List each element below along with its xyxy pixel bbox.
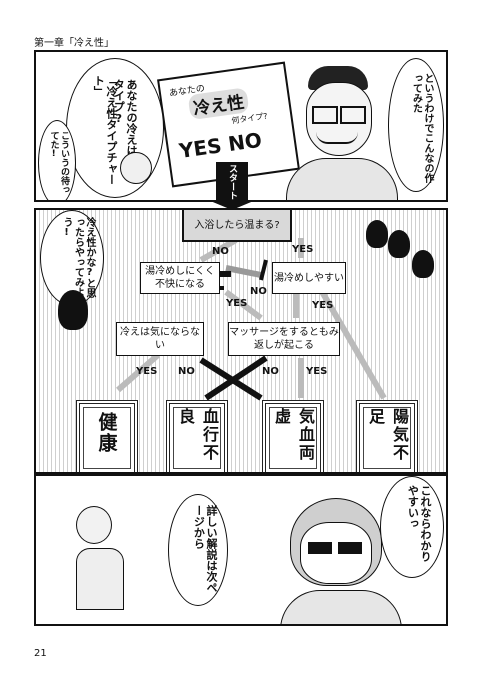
label-yes-3: YES xyxy=(312,300,334,311)
speech-bubble-small: こういうの待ってた! xyxy=(38,120,76,200)
creature-2 xyxy=(388,230,410,258)
flow-q3b: マッサージをするともみ返しが起こる xyxy=(228,322,340,356)
label-yes-5: YES xyxy=(306,366,328,377)
girl-figure xyxy=(280,498,402,624)
flow-q2b: 湯冷めしやすい xyxy=(272,262,346,294)
result-yang-deficiency: 陽気不足 xyxy=(356,400,418,472)
chapter-header: 第一章「冷え性」 xyxy=(34,38,114,49)
girl-figure-small xyxy=(120,152,152,198)
speech-bubble-easy: これならわかりやすいっ xyxy=(380,476,444,578)
start-label: スタート xyxy=(227,164,238,200)
label-no-2: NO xyxy=(250,286,267,297)
page-number: 21 xyxy=(34,648,47,659)
man-figure-small xyxy=(76,506,126,616)
speech-bubble-right: というわけでこんなの作ってみた xyxy=(388,58,444,192)
bubble-left-emph: 「冷え性タイプチャート」 xyxy=(92,75,118,185)
panel-2: 冷え性かな?と思ったらやってみよう! 入浴したら温まる? 湯冷めしにくく不快にな… xyxy=(34,208,448,474)
creature-1 xyxy=(366,220,388,248)
sign-yes-no: YES NO xyxy=(177,127,264,164)
label-yes-4: YES xyxy=(136,366,158,377)
flow-q1: 入浴したら温まる? xyxy=(182,210,292,242)
panel-3: 詳しい解説は次ページから これならわかりやすいっ xyxy=(34,474,448,626)
flowchart-arrows xyxy=(116,237,387,401)
label-yes-1: YES xyxy=(292,244,314,255)
result-healthy: 健康 xyxy=(76,400,138,472)
flow-q2a: 湯冷めしにくく不快になる xyxy=(140,262,220,294)
bubble-easy-text: これならわかりやすいっ xyxy=(406,485,432,562)
bubble-small-text: こういうの待ってた! xyxy=(48,131,69,194)
flow-q3a: 冷えは気にならない xyxy=(116,322,204,356)
panel-1: あなたの 冷え性 何タイプ? YES NO あなたの冷えはどのタイプ? 「冷え性… xyxy=(34,50,448,202)
label-no-4: NO xyxy=(262,366,279,377)
speech-bubble-next-page: 詳しい解説は次ページから xyxy=(168,494,228,606)
bubble-try-text: 冷え性かな?と思ったらやってみよう! xyxy=(61,217,95,298)
creature-3 xyxy=(412,250,434,278)
result-qi-blood-deficiency: 気血両虚 xyxy=(262,400,324,472)
label-yes-2: YES xyxy=(226,298,248,309)
start-arrow: スタート xyxy=(216,162,248,202)
label-no-3: NO xyxy=(178,366,195,377)
bubble-next-text: 詳しい解説は次ページから xyxy=(192,505,218,593)
result-poor-circulation: 血行不良 xyxy=(166,400,228,472)
label-no-1: NO xyxy=(212,246,229,257)
creature-4 xyxy=(58,290,88,330)
man-figure xyxy=(286,62,398,200)
bubble-right-text: というわけでこんなの作ってみた xyxy=(410,73,434,183)
